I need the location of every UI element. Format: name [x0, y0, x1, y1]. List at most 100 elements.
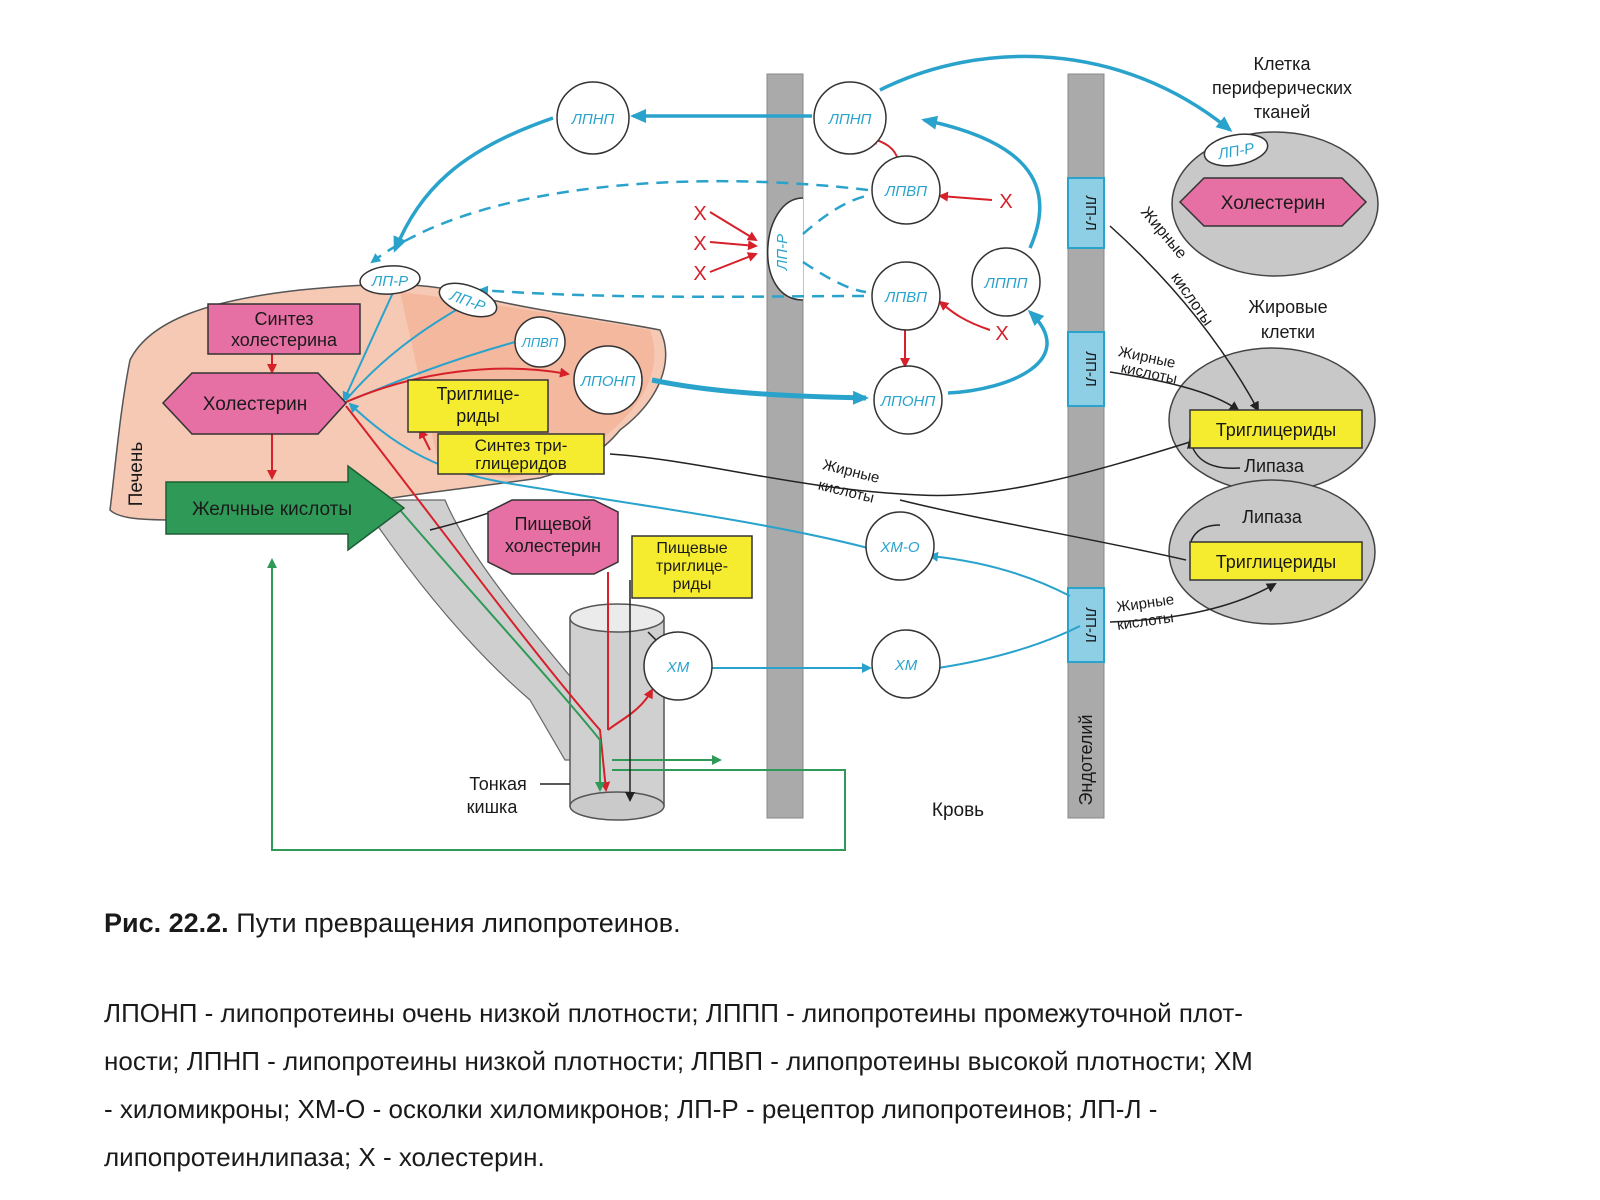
node-lponp-liver: ЛПОНП — [573, 345, 643, 415]
label-small-intestine-2: кишка — [467, 797, 519, 817]
figure-legend: ЛПОНП - липопротеины очень низкой плотно… — [104, 989, 1584, 1181]
label-blood: Кровь — [932, 800, 984, 821]
black-fa-mid — [1109, 371, 1240, 412]
label-bile-acids: Желчные кислоты — [192, 499, 352, 520]
box-cholesterol-liver — [161, 372, 348, 435]
label-cholesterol-liver: Холестерин — [203, 394, 308, 415]
receptor-liver-1: ЛП-Р — [359, 265, 421, 295]
box-cholesterol-peripheral — [1178, 177, 1368, 227]
vessel-wall — [766, 73, 804, 819]
label-peripheral-cell-2: периферических — [1212, 78, 1352, 98]
x-mark-2: X — [693, 203, 706, 225]
label-peripheral-cell-3: тканей — [1254, 102, 1311, 122]
path-lpvp-wall-dashed — [802, 194, 867, 235]
node-lpnp-blood: ЛПНП — [813, 81, 887, 155]
label-tg-fat2: Триглицериды — [1216, 552, 1336, 572]
label-tg-fat1: Триглицериды — [1216, 420, 1336, 440]
label-peripheral-cell-1: Клетка — [1254, 54, 1312, 74]
figure-number: Рис. 22.2. — [104, 908, 229, 938]
label-lponp-blood: ЛПОНП — [880, 393, 936, 410]
label-dietary-chol-1: Пищевой — [514, 514, 591, 534]
label-lpvp-top: ЛПВП — [884, 183, 927, 200]
label-tg-liver-2: риды — [456, 406, 500, 426]
node-lponp-blood: ЛПОНП — [873, 365, 943, 435]
box-triglycerides-liver — [407, 379, 549, 433]
legend-line-3: - хиломикроны; ХМ-О - осколки хиломикрон… — [104, 1094, 1158, 1124]
label-receptor-peripheral: ЛП-Р — [1216, 140, 1256, 163]
node-lpvp-mid: ЛПВП — [871, 261, 941, 331]
label-lipase-1: Липаза — [1244, 456, 1305, 476]
green-recirculation — [267, 558, 846, 851]
box-synthesis-tg — [437, 433, 605, 475]
label-lpvp-mid: ЛПВП — [884, 289, 927, 306]
label-hm-intestine: ХМ — [666, 659, 690, 676]
box-tg-fat1 — [1189, 409, 1363, 449]
label-dietary-tg-3: риды — [673, 576, 712, 593]
x-mark-4: X — [693, 263, 706, 285]
box-dietary-tg — [631, 535, 753, 599]
box-bile-acids — [165, 464, 406, 552]
node-hm-intestine: ХМ — [643, 631, 713, 701]
receptor-wall — [766, 197, 804, 301]
box-dietary-cholesterol — [487, 499, 619, 575]
x-mark-5: X — [995, 323, 1008, 345]
path-lponp-to-blood — [651, 377, 869, 405]
legend-line-4: липопротеинлипаза; X - холестерин. — [104, 1142, 545, 1172]
red-x3-to-wall — [709, 252, 758, 273]
path-hm-blood-to-endothelium — [937, 625, 1081, 669]
legend-line-2: ности; ЛПНП - липопротеины низкой плотно… — [104, 1046, 1253, 1076]
label-hm-blood: ХМ — [894, 657, 918, 674]
label-dietary-tg-2: триглице- — [656, 558, 728, 575]
label-lpnp-liver: ЛПНП — [571, 111, 615, 128]
label-lpl-2: ЛП-Л — [1082, 351, 1099, 386]
red-x-to-lpvp-top — [938, 191, 993, 202]
black-fa-bottom — [1109, 583, 1277, 623]
green-bile-to-intestine — [399, 509, 605, 792]
box-synthesis-cholesterol — [207, 303, 361, 355]
path-lpvp-top-dashed — [370, 179, 869, 264]
label-dietary-tg-1: Пищевые — [656, 540, 727, 557]
label-synthesis-tg-2: глицеридов — [475, 454, 567, 473]
node-hm-o: ХМ-О — [865, 511, 935, 581]
label-fat-cells-2: клетки — [1261, 322, 1315, 342]
label-synthesis-tg-1: Синтез три- — [475, 436, 568, 455]
lpl-strip-3 — [1067, 587, 1105, 663]
label-fa1-2: кислоты — [1167, 270, 1216, 330]
label-endothelium: Эндотелий — [1076, 714, 1096, 805]
label-synthesis-cholesterol-2: холестерина — [231, 330, 338, 350]
node-lpvp-top: ЛПВП — [871, 155, 941, 225]
red-x2-to-wall — [709, 240, 758, 251]
path-lpnp-liver-curve — [393, 116, 554, 253]
receptor-peripheral: ЛП-Р — [1203, 133, 1269, 167]
label-fat-cells-1: Жировые — [1248, 297, 1327, 317]
label-lpnp-blood: ЛПНП — [828, 111, 872, 128]
black-tg-to-synth — [609, 441, 1191, 497]
x-mark-1: X — [999, 191, 1012, 213]
red-chol-to-intestine — [345, 405, 611, 792]
label-small-intestine-1: Тонкая — [469, 774, 527, 794]
label-lppp: ЛППП — [984, 275, 1028, 292]
path-receptor-to-chol — [342, 285, 397, 402]
x-mark-3: X — [693, 233, 706, 255]
box-tg-fat2 — [1189, 541, 1363, 581]
node-lpvp-liver: ЛПВП — [514, 316, 566, 368]
lpl-strip-2 — [1067, 331, 1105, 407]
path-receptor2-to-chol — [345, 301, 471, 401]
node-lppp: ЛППП — [971, 247, 1041, 317]
red-synth-tg-to-tg — [419, 428, 431, 451]
figure-title: Пути превращения липопротеинов. — [236, 908, 681, 938]
lipoprotein-pathways-diagram: Синтез холестерина Холестерин Триглице- … — [109, 54, 1379, 851]
label-lipase-2: Липаза — [1242, 507, 1303, 527]
label-receptor-wall: ЛП-Р — [774, 234, 791, 271]
label-cholesterol-peripheral: Холестерин — [1221, 193, 1326, 214]
label-synthesis-cholesterol-1: Синтез — [255, 309, 314, 329]
path-lpvp-mid-dashed — [478, 285, 865, 299]
path-hm-o-from-endothelium — [928, 551, 1071, 597]
label-dietary-chol-2: холестерин — [505, 536, 601, 556]
black-fa-top — [1109, 225, 1259, 412]
label-lpl-3: ЛП-Л — [1082, 607, 1099, 642]
label-lponp-liver: ЛПОНП — [580, 373, 636, 390]
path-lpvp-wall-dashed-2 — [802, 260, 867, 294]
label-liver: Печень — [126, 442, 147, 507]
label-tg-liver-1: Триглице- — [437, 384, 520, 404]
